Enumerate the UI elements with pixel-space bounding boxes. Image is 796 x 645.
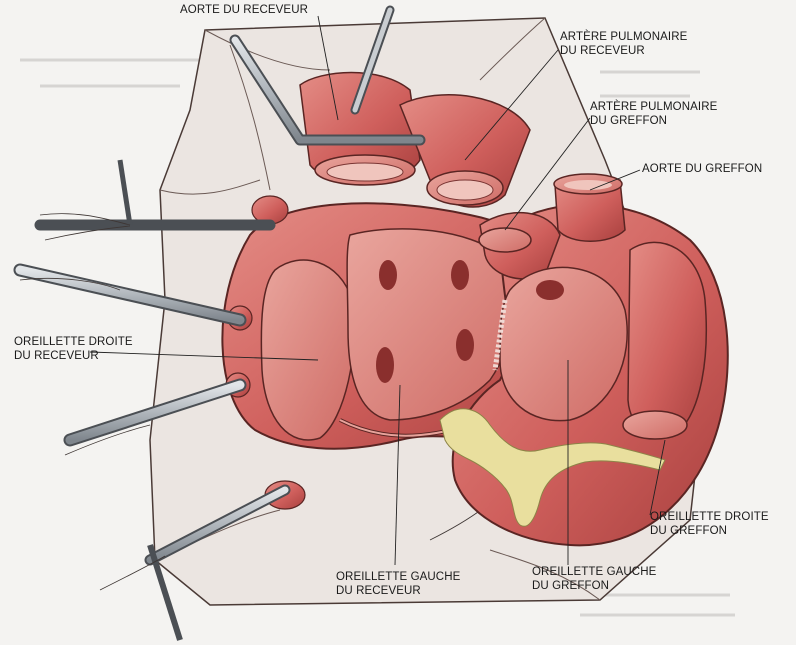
label-oreillette-gauche-greffon: OREILLETTE GAUCHE DU GREFFON bbox=[532, 566, 657, 592]
label-aorte-du-greffon: AORTE DU GREFFON bbox=[642, 163, 763, 175]
label-oreillette-gauche-receveur: OREILLETTE GAUCHE DU RECEVEUR bbox=[336, 571, 461, 597]
recipient-atria-cuff bbox=[221, 202, 572, 450]
label-oreillette-droite-greffon: OREILLETTE DROITE DU GREFFON bbox=[650, 511, 769, 537]
recipient-right-atrium-cavity bbox=[260, 259, 355, 441]
label-oreillette-droite-receveur: OREILLETTE DROITE DU RECEVEUR bbox=[14, 336, 133, 362]
vascular-clamp-upper bbox=[229, 5, 426, 146]
label-aorte-du-receveur: AORTE DU RECEVEUR bbox=[180, 4, 309, 16]
donor-heart bbox=[439, 173, 729, 547]
recipient-pulmonary-artery bbox=[399, 94, 531, 208]
coronary-fat bbox=[439, 408, 666, 527]
leader-lines bbox=[89, 15, 666, 566]
label-artere-pulmonaire-receveur: ARTÈRE PULMONAIRE DU RECEVEUR bbox=[560, 31, 688, 57]
donor-aorta bbox=[554, 179, 626, 242]
donor-right-atrium bbox=[627, 241, 708, 437]
recipient-aorta bbox=[299, 71, 421, 186]
label-artere-pulmonaire-greffon: ARTÈRE PULMONAIRE DU GREFFON bbox=[590, 101, 718, 127]
